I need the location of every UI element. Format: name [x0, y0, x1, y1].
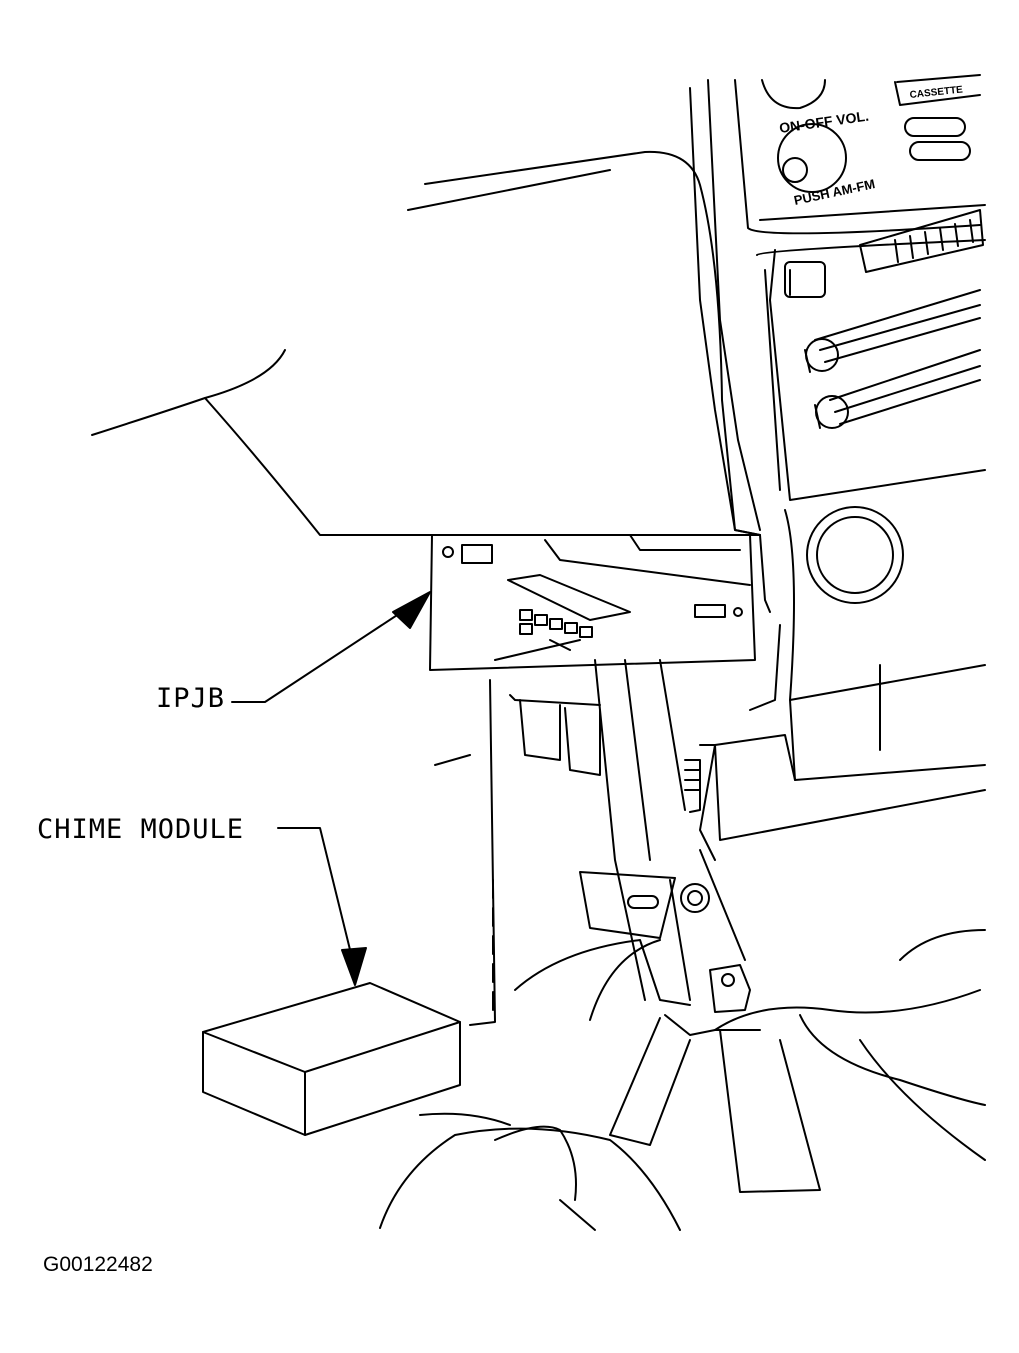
mounting-bracket — [580, 872, 675, 938]
nut-clip — [710, 965, 750, 1012]
floor-console — [380, 755, 985, 1230]
ipjb-leader-arrow — [232, 592, 430, 702]
under-dash-bracket — [470, 660, 750, 1025]
bolt — [681, 884, 709, 912]
push-am-fm-knob — [778, 124, 846, 192]
lower-console — [700, 507, 985, 860]
figure-id: G00122482 — [43, 1253, 153, 1276]
radio-unit: ON-OFF VOL. PUSH AM-FM CASSETTE — [690, 75, 985, 612]
push-am-fm-label: PUSH AM-FM — [793, 176, 877, 208]
ipjb-label: IPJB — [156, 683, 226, 714]
on-off-vol-label: ON-OFF VOL. — [778, 108, 870, 136]
fan-dial — [860, 210, 983, 272]
climate-button — [785, 262, 825, 297]
ipjb-fuse-block — [430, 535, 755, 670]
chime-module-box — [203, 983, 460, 1135]
chime-module-label: CHIME MODULE — [37, 814, 245, 845]
climate-control-panel — [785, 210, 983, 428]
dashboard-panel — [92, 152, 760, 535]
temp-slider-knob — [806, 339, 838, 371]
mode-slider-knob — [816, 396, 848, 428]
chime-leader-arrow — [278, 828, 366, 985]
